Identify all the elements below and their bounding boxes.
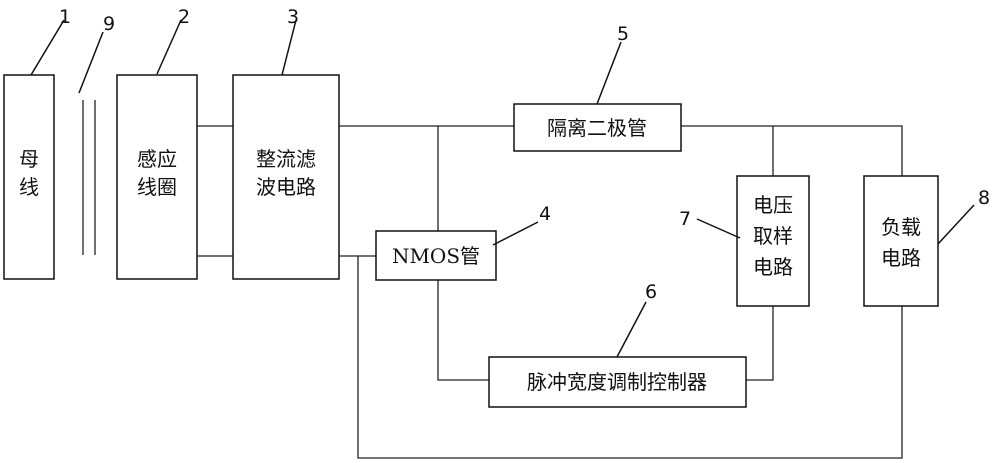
wire-sampling-feedback (746, 306, 774, 381)
wire-pwm-supply (437, 126, 489, 381)
block-bus: 母 线 (3, 74, 55, 280)
ref-number-6: 6 (645, 281, 657, 303)
leader-9 (78, 31, 104, 94)
load-label-line-2: 电路 (881, 246, 921, 270)
load-label-line-1: 负载 (881, 215, 921, 239)
leader-8 (937, 204, 975, 245)
wires (197, 125, 903, 459)
coil-label-line-1: 感应 (137, 147, 177, 171)
wire-return-path (357, 256, 903, 459)
leader-1 (30, 19, 65, 76)
leader-3 (281, 19, 297, 76)
block-sampling: 电压 取样 电路 (736, 175, 810, 307)
ref-number-3: 3 (287, 6, 299, 28)
leader-4 (492, 221, 539, 246)
leader-2 (156, 19, 182, 75)
rectifier-label-line-1: 整流滤 (256, 147, 316, 171)
ref-number-5: 5 (617, 23, 629, 45)
leader-7 (696, 218, 741, 239)
nmos-label: NMOS管 (392, 244, 480, 268)
bus-label-line-1: 母 (19, 147, 39, 171)
leader-5 (596, 41, 622, 105)
sampling-label-line-1: 电压 (753, 193, 793, 217)
ref-number-2: 2 (178, 6, 190, 28)
sampling-label-line-3: 电路 (753, 255, 793, 279)
block-coil: 感应 线圈 (116, 74, 198, 280)
block-load: 负载 电路 (863, 175, 939, 307)
ref-number-7: 7 (679, 208, 691, 230)
ref-number-9: 9 (103, 13, 115, 35)
gap-marker-lines (82, 100, 96, 255)
block-rectifier: 整流滤 波电路 (232, 74, 340, 280)
wire-diode-to-load (681, 125, 903, 176)
block-nmos: NMOS管 (375, 230, 497, 281)
coil-label-line-2: 线圈 (137, 175, 177, 199)
ref-number-8: 8 (978, 187, 990, 209)
diode-label: 隔离二极管 (547, 116, 647, 140)
block-pwm: 脉冲宽度调制控制器 (488, 356, 747, 408)
block-diode: 隔离二极管 (513, 103, 682, 152)
rectifier-label-line-2: 波电路 (256, 175, 316, 199)
bus-label-line-2: 线 (19, 175, 39, 199)
ref-number-1: 1 (59, 6, 71, 28)
ref-number-4: 4 (539, 203, 551, 225)
reference-numbers: 1 9 2 3 4 5 6 7 8 (59, 6, 990, 303)
leader-lines (30, 19, 975, 358)
pwm-label: 脉冲宽度调制控制器 (527, 370, 707, 394)
leader-6 (616, 301, 647, 358)
sampling-label-line-2: 取样 (753, 224, 793, 248)
